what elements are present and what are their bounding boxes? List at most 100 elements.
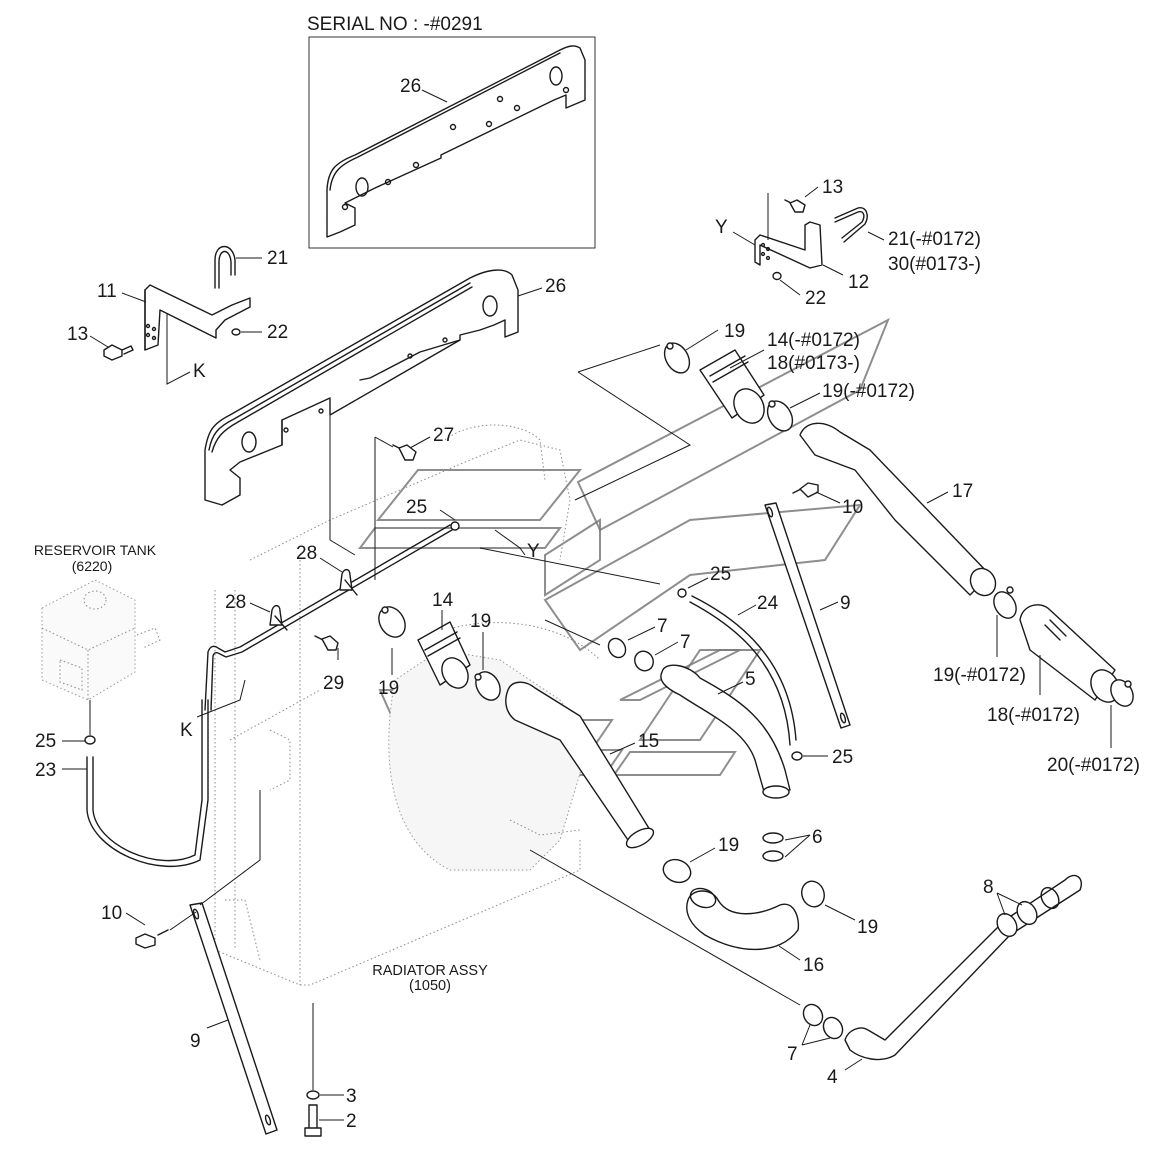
callout-14-18-line2: 18(#0173-)	[767, 353, 860, 374]
callout-19-top: 19	[724, 321, 745, 342]
callout-2: 2	[346, 1111, 357, 1132]
overflow-pipe	[204, 521, 460, 711]
nut-25-bottom	[791, 751, 803, 761]
callout-12: 12	[848, 272, 869, 293]
callout-25-tank: 25	[35, 731, 56, 752]
callout-19-d: 19	[857, 917, 878, 938]
callout-28-lower: 28	[225, 592, 246, 613]
nut-25-tank	[84, 735, 96, 745]
callout-11: 11	[97, 281, 117, 302]
callout-25-pipe: 25	[406, 497, 427, 518]
bolt-27	[392, 444, 417, 461]
clamp-19-0172-top	[766, 400, 794, 432]
callout-25-bottom: 25	[832, 747, 853, 768]
callout-19-0172-top: 19(-#0172)	[822, 381, 915, 402]
callout-3: 3	[346, 1086, 357, 1107]
callout-9-right: 9	[840, 593, 851, 614]
callout-22-left: 22	[267, 322, 288, 343]
callout-7-b: 7	[680, 632, 691, 653]
callout-17: 17	[952, 481, 973, 502]
hose-16	[686, 887, 800, 951]
cover-plate-26-inset	[326, 45, 586, 238]
callout-26-inset: 26	[400, 76, 421, 97]
nut-22-right	[772, 271, 782, 281]
bolt-2	[304, 1104, 322, 1137]
callout-29: 29	[323, 673, 344, 694]
callout-21-left: 21	[267, 248, 288, 269]
nut-22-left	[231, 328, 241, 336]
clamp-19-0172-right	[993, 586, 1017, 619]
inset-frame	[308, 36, 596, 249]
callout-24: 24	[757, 593, 779, 614]
clamp-19-d	[801, 880, 825, 908]
cover-plate-26	[204, 269, 519, 506]
callout-10-right: 10	[842, 497, 863, 518]
callout-19-b: 19	[470, 611, 491, 632]
callout-10-left: 10	[101, 903, 122, 924]
callout-18-0172-right: 18(-#0172)	[987, 705, 1080, 726]
callout-19-c: 19	[718, 835, 739, 856]
support-bar-9-right	[764, 502, 851, 729]
clamp-28-lower	[269, 604, 288, 631]
callout-27: 27	[433, 425, 454, 446]
bolt-10-right	[792, 482, 819, 498]
clamps-8	[996, 900, 1038, 938]
callout-15: 15	[638, 731, 659, 752]
callout-26: 26	[545, 276, 566, 297]
hose-4	[844, 874, 1082, 1061]
callout-y-pipe: Y	[527, 541, 540, 562]
callout-k-tank: K	[180, 720, 193, 741]
callout-20-0172: 20(-#0172)	[1047, 755, 1140, 776]
bolt-13-left	[103, 344, 134, 361]
callout-16: 16	[803, 955, 824, 976]
callout-5: 5	[745, 669, 756, 690]
tank-hose-23	[86, 699, 209, 868]
bracket-11	[144, 284, 251, 351]
hose-17	[799, 422, 997, 597]
clamp-7-a	[607, 637, 627, 659]
callout-22-right: 22	[805, 288, 826, 309]
u-bolt-21-left	[214, 245, 236, 289]
reservoir-tank-ghost	[41, 579, 161, 701]
radiator-assy-label: RADIATOR ASSY	[372, 963, 488, 979]
inset-title: SERIAL NO : -#0291	[307, 14, 483, 35]
callout-k-bracket: K	[193, 361, 206, 382]
callout-13-right: 13	[822, 177, 843, 198]
callout-9-left: 9	[190, 1031, 201, 1052]
callout-19-a: 19	[378, 678, 399, 699]
clamp-20-0172	[1110, 679, 1134, 707]
hose-15	[505, 681, 655, 849]
callout-6: 6	[812, 827, 823, 848]
bolt-13-right	[784, 199, 806, 213]
callout-25-mid: 25	[710, 564, 731, 585]
nut-25-mid	[677, 588, 687, 598]
callout-19-0172-right: 19(-#0172)	[933, 665, 1026, 686]
callout-30-right: 30(#0173-)	[888, 254, 981, 275]
bolt-29	[314, 635, 339, 651]
hose-24	[689, 595, 797, 746]
serial-inset: SERIAL NO : -#0291 26	[307, 14, 596, 249]
u-bolt-21-right	[834, 207, 868, 243]
callout-28-upper: 28	[296, 543, 317, 564]
clamp-19-b	[474, 671, 501, 701]
clamp-28-upper	[339, 568, 358, 596]
bolt-10-left	[135, 929, 169, 949]
clamp-19-c	[662, 858, 692, 884]
callout-14-18-line1: 14(-#0172)	[767, 330, 860, 351]
callout-13-left: 13	[67, 324, 88, 345]
callout-21-right: 21(-#0172)	[888, 229, 981, 250]
callout-14: 14	[432, 590, 454, 611]
hose-18-0172	[1019, 604, 1120, 703]
reservoir-tank-label: RESERVOIR TANK	[34, 542, 157, 558]
clamp-19-a	[378, 606, 406, 638]
hose-14-18	[699, 349, 765, 424]
hose-5	[660, 664, 791, 799]
support-bar-9-left	[189, 902, 278, 1135]
radiator-assy-code: (1050)	[409, 978, 451, 994]
washer-3	[306, 1090, 320, 1100]
callout-7-bottom: 7	[787, 1044, 798, 1065]
clamp-19-top	[663, 342, 691, 374]
hose-14	[417, 621, 471, 689]
callout-4: 4	[827, 1067, 838, 1088]
